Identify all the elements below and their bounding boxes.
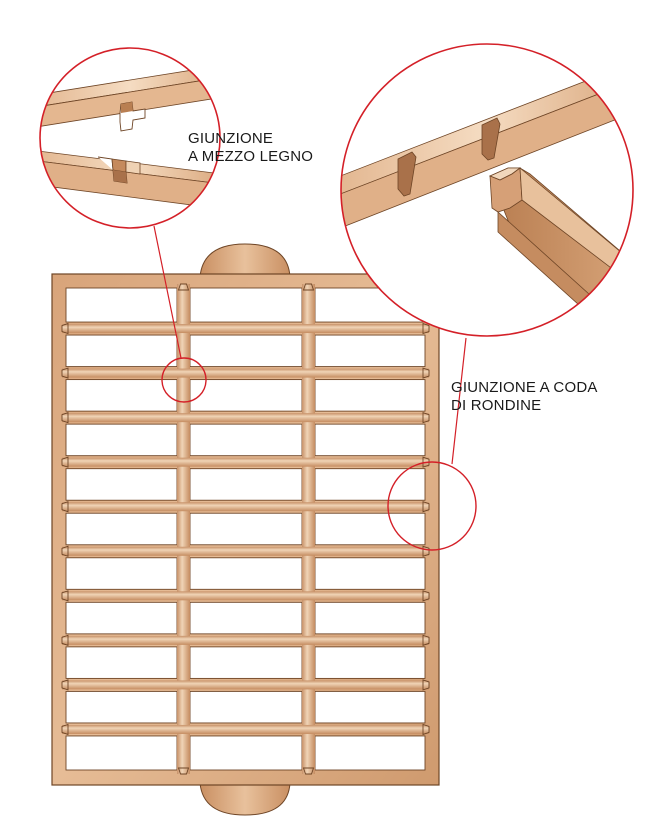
dovetail-notch (61, 723, 69, 736)
crossbar (62, 457, 429, 467)
frame-opening (314, 334, 426, 368)
crossbar (62, 680, 429, 690)
dovetail-notch (422, 501, 430, 513)
dovetail-notch (61, 679, 69, 691)
frame-opening (65, 646, 178, 679)
dovetail-notch (61, 501, 69, 513)
dovetail-callout-circle (340, 43, 634, 337)
frame-opening (65, 423, 178, 457)
frame-opening (189, 334, 303, 368)
dovetail-notch (61, 590, 69, 602)
frame-opening (65, 557, 178, 590)
dovetail-notch (422, 679, 430, 691)
frame-opening (314, 601, 426, 635)
beam-end-notch (177, 767, 190, 775)
dovetail-notch (61, 634, 69, 646)
frame-opening (314, 557, 426, 590)
frame-opening (314, 690, 426, 724)
dovetail-notch (422, 322, 430, 335)
frame-opening (314, 735, 426, 771)
frame-opening (189, 646, 303, 679)
dovetail-notch (422, 545, 430, 557)
half-lap-callout-circle (39, 47, 221, 229)
dovetail-notch (422, 723, 430, 736)
crossbar (62, 502, 429, 512)
frame-opening (189, 287, 303, 323)
crossbar (62, 368, 429, 378)
crossbar (62, 635, 429, 645)
frame-opening (65, 287, 178, 323)
dovetail-notch (61, 545, 69, 557)
frame-openings (65, 287, 426, 771)
beam-end-notch (302, 767, 315, 775)
crossbar (62, 324, 429, 334)
half-lap-label-line2: A MEZZO LEGNO (188, 148, 314, 165)
frame-opening (189, 557, 303, 590)
longitudinal-beam-right (302, 284, 315, 774)
half-lap-locator-circle (161, 357, 207, 403)
frame-opening (65, 512, 178, 546)
frame-opening (65, 601, 178, 635)
dovetail-leader-line (451, 337, 467, 465)
dovetail-notch (422, 634, 430, 646)
dovetail-notch (422, 590, 430, 602)
frame-opening (314, 423, 426, 457)
frame-opening (314, 468, 426, 501)
dovetail-label-line1: GIUNZIONE A CODA (451, 379, 598, 396)
dovetail-detail (341, 44, 633, 336)
frame-opening (189, 468, 303, 501)
longitudinal-beam-left (177, 284, 190, 774)
crossbar (62, 413, 429, 423)
dovetail-notch (422, 412, 430, 424)
frame-opening (314, 512, 426, 546)
frame-opening (189, 735, 303, 771)
crossbar (62, 546, 429, 556)
dovetail-notches (61, 283, 430, 775)
crossbars (62, 324, 429, 734)
frame-opening (189, 379, 303, 412)
top-runner (199, 243, 291, 278)
half-lap-detail (40, 48, 220, 228)
dovetail-notch (422, 456, 430, 468)
half-lap-leader-line (153, 225, 182, 359)
bottom-runner (199, 782, 291, 816)
dovetail-notch (61, 322, 69, 335)
half-lap-joint-label: GIUNZIONE A MEZZO LEGNO (188, 130, 313, 166)
frame-opening (65, 334, 178, 368)
beam-end-notch (302, 283, 315, 291)
crossbar (62, 591, 429, 601)
frame-opening (189, 601, 303, 635)
frame-opening (65, 735, 178, 771)
frame-opening (65, 690, 178, 724)
frame-opening (189, 690, 303, 724)
dovetail-notch (61, 456, 69, 468)
frame-opening (314, 379, 426, 412)
dovetail-notch (422, 367, 430, 379)
dovetail-locator-circle (387, 461, 477, 551)
frame-opening (189, 512, 303, 546)
half-lap-label-line1: GIUNZIONE (188, 130, 274, 147)
frame-opening (314, 646, 426, 679)
frame-opening (65, 468, 178, 501)
dovetail-notch (61, 412, 69, 424)
dovetail-notch (61, 367, 69, 379)
dovetail-label-line2: DI RONDINE (451, 397, 542, 414)
frame-opening (65, 379, 178, 412)
crossbar (62, 724, 429, 734)
dovetail-joint-label: GIUNZIONE A CODA DI RONDINE (451, 379, 598, 415)
beam-end-notch (177, 283, 190, 291)
frame-opening (189, 423, 303, 457)
